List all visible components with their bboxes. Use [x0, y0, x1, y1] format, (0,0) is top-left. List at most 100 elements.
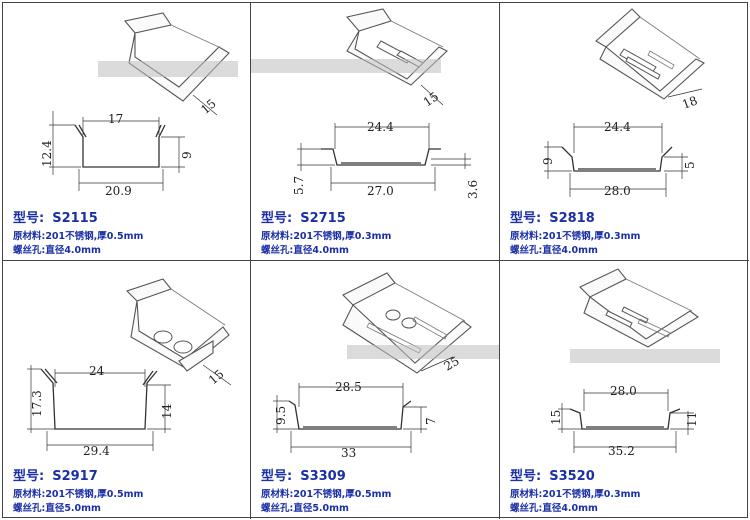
- material-value: 201不锈钢,厚0.5mm: [293, 489, 392, 500]
- screw-hole-value: 直径5.0mm: [293, 503, 349, 514]
- dim-left: 9: [541, 157, 555, 165]
- clip-3d-view: [125, 278, 230, 372]
- screw-hole-label: 螺丝孔:: [510, 245, 543, 256]
- clip-profile: [288, 400, 412, 430]
- clip-drawing: 15 17 20.9 12.4 9: [40, 12, 238, 198]
- dim-bottom: 20.9: [105, 184, 132, 198]
- dim-right: 14: [160, 403, 174, 419]
- dim-depth: 18: [680, 93, 699, 111]
- product-card-s3309: 25 28.5 33 9.5 7 型号: S3309 原材料:201不锈钢,厚0.…: [251, 261, 500, 519]
- dim-bottom: 27.0: [367, 184, 394, 198]
- dim-right: 9: [180, 151, 194, 159]
- material-label: 原材料:: [13, 231, 46, 242]
- clip-drawing: 15 24.4 27.0 5.7 3.6: [251, 8, 480, 199]
- dim-right: 5: [683, 161, 697, 169]
- model-label: 型号:: [510, 211, 542, 226]
- material-line: 原材料:201不锈钢,厚0.5mm: [13, 486, 143, 500]
- screw-hole-value: 直径4.0mm: [293, 245, 349, 256]
- screw-hole-value: 直径5.0mm: [45, 503, 101, 514]
- screw-hole-label: 螺丝孔:: [261, 503, 294, 514]
- watermark-blur: [98, 61, 238, 77]
- product-card-s2917: 15 24 29.4 17.3 14 型号:S2917 原材料:20: [3, 261, 251, 519]
- model-label: 型号:: [510, 469, 542, 484]
- screw-hole-value: 直径4.0mm: [542, 245, 598, 256]
- screw-hole-value: 直径4.0mm: [45, 245, 101, 256]
- model-heading: 型号: S3309: [261, 465, 346, 484]
- dim-right: 7: [424, 417, 438, 425]
- screw-hole-label: 螺丝孔:: [13, 503, 46, 514]
- dim-bottom: 29.4: [83, 444, 110, 458]
- clip-profile: [74, 124, 166, 168]
- model-heading: 型号: S2917: [13, 465, 98, 484]
- material-value: 201不锈钢,厚0.5mm: [45, 489, 144, 500]
- model-code: S2115: [52, 211, 98, 226]
- clip-3d-view: [251, 8, 448, 86]
- dim-top: 24: [89, 364, 105, 378]
- material-line: 原材料:201不锈钢,厚0.5mm: [13, 228, 143, 242]
- dim-right: 11: [685, 412, 699, 427]
- model-code: S3520: [549, 469, 595, 484]
- clip-drawing: 28.0 35.2 15 11: [549, 268, 720, 458]
- screw-hole-label: 螺丝孔:: [13, 245, 46, 256]
- dim-bottom: 33: [341, 446, 356, 460]
- dim-top: 24.4: [604, 120, 631, 134]
- material-label: 原材料:: [261, 489, 294, 500]
- dim-left: 5.7: [292, 176, 306, 195]
- dim-bottom: 35.2: [608, 444, 635, 458]
- model-label: 型号:: [13, 211, 45, 226]
- screw-hole-line: 螺丝孔:直径4.0mm: [13, 242, 101, 256]
- model-label: 型号:: [13, 469, 45, 484]
- clip-3d-view: [595, 8, 705, 100]
- material-label: 原材料:: [13, 489, 46, 500]
- material-value: 201不锈钢,厚0.3mm: [293, 231, 392, 242]
- model-code: S2917: [52, 469, 98, 484]
- dim-top: 24.4: [367, 120, 394, 134]
- dim-bottom: 28.0: [604, 184, 631, 198]
- clip-3d-view: [570, 268, 720, 363]
- screw-hole-line: 螺丝孔:直径5.0mm: [261, 500, 349, 514]
- product-card-s3520: 28.0 35.2 15 11 型号: S3520 原材料:201不锈钢,厚0.3…: [500, 261, 749, 519]
- watermark-blur: [251, 59, 441, 73]
- material-line: 原材料:201不锈钢,厚0.5mm: [261, 486, 391, 500]
- clip-profile: [40, 368, 158, 430]
- material-value: 201不锈钢,厚0.3mm: [542, 231, 641, 242]
- dim-left: 12.4: [40, 140, 54, 167]
- product-card-s2115: 15 17 20.9 12.4 9 型号:S2115 原材料:201: [3, 3, 251, 261]
- clip-3d-view: [98, 12, 238, 102]
- model-heading: 型号:S2818: [510, 207, 595, 226]
- model-heading: 型号:S2715: [261, 207, 346, 226]
- material-value: 201不锈钢,厚0.5mm: [45, 231, 144, 242]
- product-card-s2818: 18 24.4 28.0 9 5 型号:S2818 原材料:201不锈钢,厚0.…: [500, 3, 749, 261]
- dim-left: 9.5: [274, 406, 288, 425]
- clip-profile: [569, 408, 681, 430]
- material-line: 原材料:201不锈钢,厚0.3mm: [510, 228, 640, 242]
- screw-hole-label: 螺丝孔:: [510, 503, 543, 514]
- dim-left: 15: [549, 410, 563, 425]
- material-label: 原材料:: [510, 231, 543, 242]
- dim-left: 17.3: [30, 390, 44, 417]
- dim-top: 28.5: [335, 380, 362, 394]
- screw-hole-line: 螺丝孔:直径4.0mm: [510, 500, 598, 514]
- material-line: 原材料:201不锈钢,厚0.3mm: [261, 228, 391, 242]
- model-label: 型号:: [261, 469, 293, 484]
- clip-drawing: 15 24 29.4 17.3 14: [27, 278, 232, 458]
- dim-top: 28.0: [610, 384, 637, 398]
- material-value: 201不锈钢,厚0.3mm: [542, 489, 641, 500]
- material-label: 原材料:: [510, 489, 543, 500]
- dim-top: 17: [108, 112, 123, 126]
- screw-hole-label: 螺丝孔:: [261, 245, 294, 256]
- model-code: S3309: [300, 469, 346, 484]
- model-heading: 型号: S3520: [510, 465, 595, 484]
- clip-profile: [561, 146, 673, 172]
- model-label: 型号:: [261, 211, 293, 226]
- watermark-blur: [347, 345, 499, 359]
- clip-drawing: 25 28.5 33 9.5 7: [273, 272, 499, 460]
- dim-depth: 15: [206, 367, 227, 388]
- screw-hole-line: 螺丝孔:直径4.0mm: [510, 242, 598, 256]
- screw-hole-line: 螺丝孔:直径5.0mm: [13, 500, 101, 514]
- clip-3d-view: [342, 272, 499, 374]
- product-card-s2715: 15 24.4 27.0 5.7 3.6 型号:S2715 原材料:201不锈钢…: [251, 3, 500, 261]
- model-heading: 型号: S2115: [13, 207, 98, 226]
- screw-hole-value: 直径4.0mm: [542, 503, 598, 514]
